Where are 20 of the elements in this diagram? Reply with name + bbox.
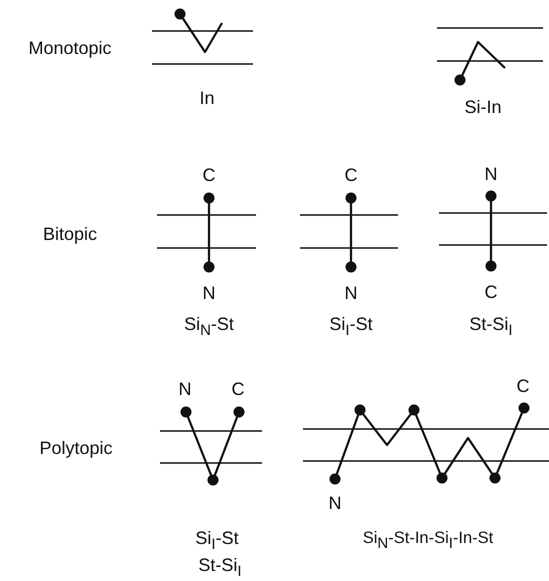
topology-label: Si$_{N}$-St <box>184 315 234 333</box>
row-label: Bitopic <box>42 225 98 243</box>
terminus-label: N <box>344 284 358 302</box>
terminus-label: N <box>328 494 342 512</box>
terminus-label: C <box>484 283 498 301</box>
terminus-label: C <box>232 380 244 398</box>
terminus-label: C <box>516 377 530 395</box>
topology-label: Si$_{I}$-St <box>329 315 373 333</box>
topology-label: Si-In <box>464 98 502 116</box>
topology-label: St-Si$_{I}$ <box>198 556 242 574</box>
topology-label: Si$_{I}$-St <box>195 529 239 547</box>
topology-label: St-Si$_{I}$ <box>469 315 513 333</box>
terminus-label: C <box>344 166 358 184</box>
terminus-label: N <box>178 380 192 398</box>
terminus-label: N <box>484 165 498 183</box>
topology-label: In <box>200 89 214 107</box>
row-label: Monotopic <box>28 39 112 57</box>
terminus-label: N <box>202 284 216 302</box>
terminus-label: C <box>202 166 216 184</box>
row-label: Polytopic <box>39 439 113 457</box>
